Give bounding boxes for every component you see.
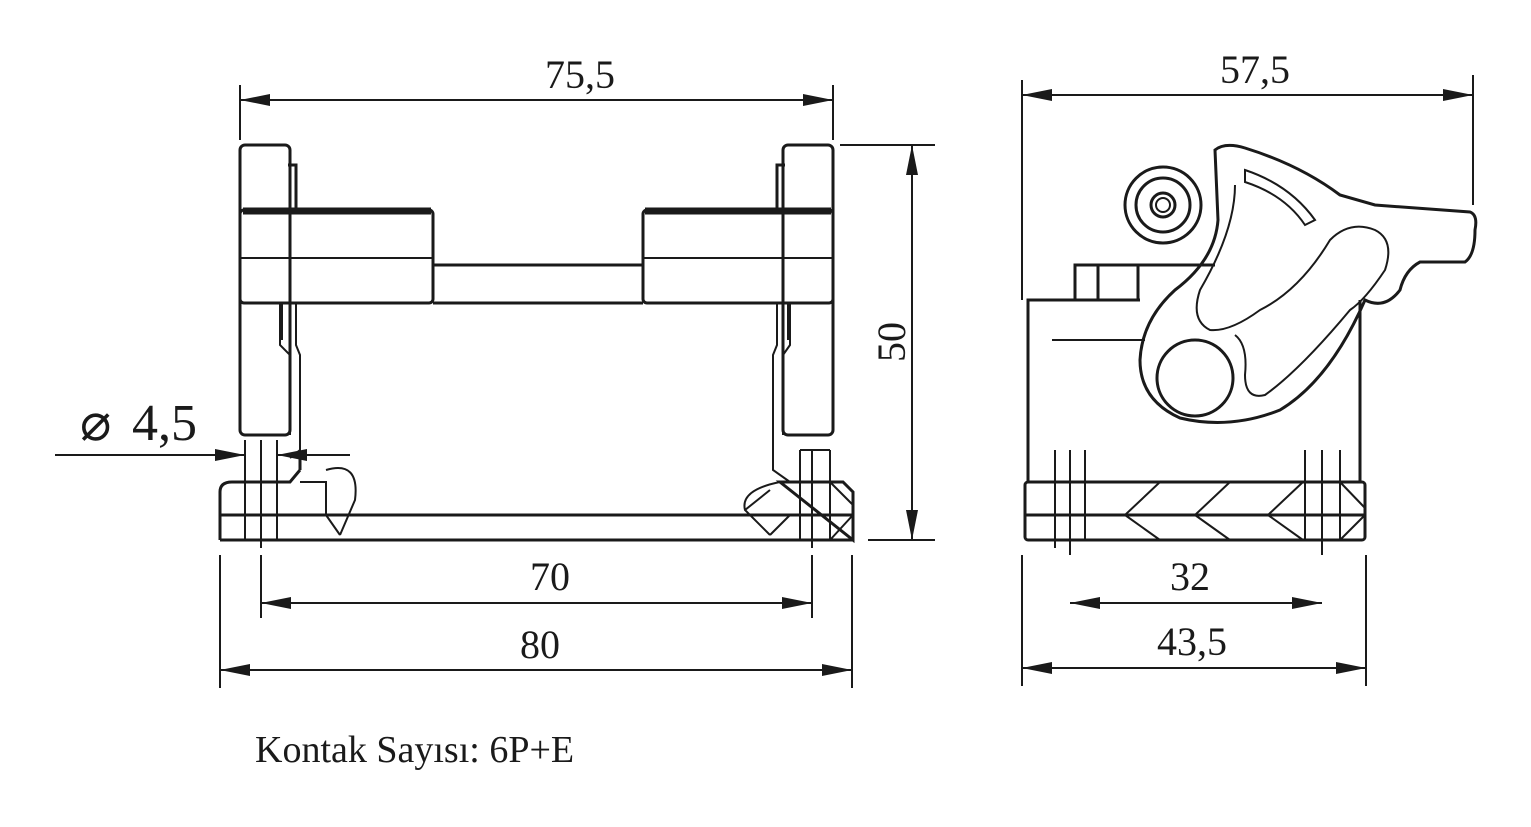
dim-side-base-width: 43,5: [1157, 619, 1227, 664]
side-view: [1023, 143, 1478, 555]
left-post: [238, 143, 292, 437]
latch-lever: [1138, 143, 1478, 424]
roller: [1123, 165, 1203, 245]
diameter-symbol: ⌀: [80, 395, 111, 452]
right-block: [641, 208, 835, 305]
dim-side-hole-pitch: 32: [1170, 554, 1210, 599]
right-post: [781, 143, 835, 437]
side-dimensions: 57,5 32 43,5: [1021, 47, 1474, 686]
dim-height: 50: [869, 322, 914, 362]
base: [218, 458, 855, 544]
dim-front-width-top: 75,5: [545, 52, 615, 97]
caption: Kontak Sayısı: 6P+E: [255, 729, 574, 771]
front-dimensions: 75,5 50 ⌀ 4,5 70 80: [55, 52, 935, 688]
side-body: [1026, 298, 1362, 482]
dim-hole-pitch: 70: [530, 554, 570, 599]
front-view: [218, 143, 855, 548]
side-base: [1023, 480, 1367, 542]
dim-base-width: 80: [520, 622, 560, 667]
dim-hole-diameter: 4,5: [132, 395, 197, 452]
dim-side-width-top: 57,5: [1220, 47, 1290, 92]
left-block: [238, 208, 435, 305]
latch-hole: [1155, 338, 1235, 418]
